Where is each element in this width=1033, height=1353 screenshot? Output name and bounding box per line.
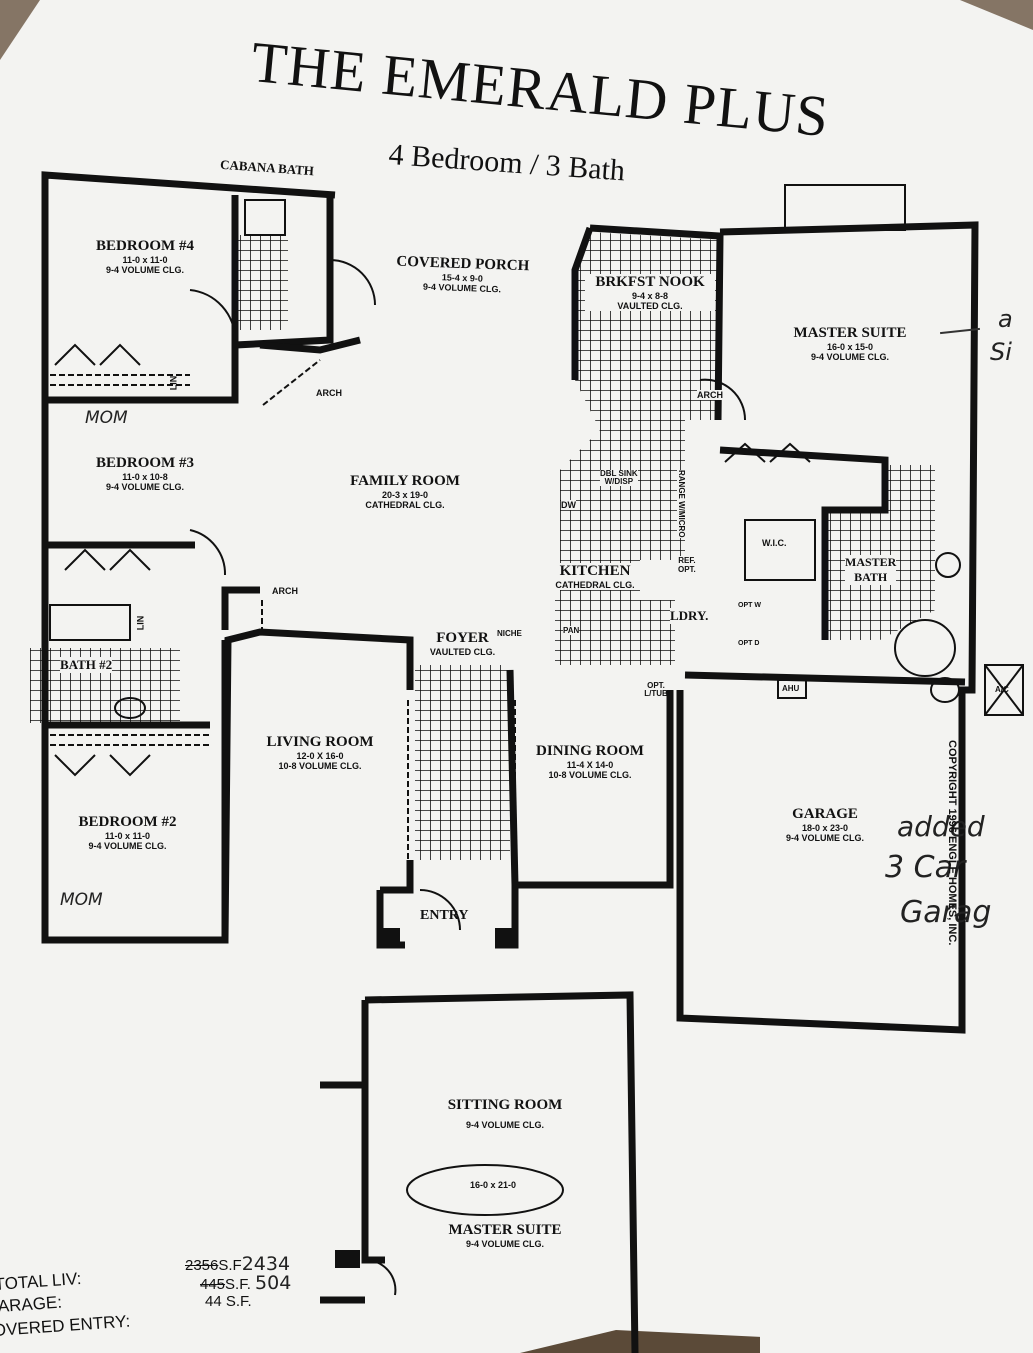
room-ceiling: 10-8 VOLUME CLG. [278, 761, 362, 771]
room-name: MASTER SUITE [793, 325, 907, 341]
room-name: FAMILY ROOM [350, 473, 460, 489]
room-dims: 20-3 x 19-0 [381, 490, 429, 500]
copyright-notice: COPYRIGHT 1996 ENGLE HOMES, INC. [946, 740, 958, 946]
range-label: RANGE W/MICRO [677, 470, 686, 538]
room-name: GARAGE [792, 806, 858, 822]
ac-unit-label: A/C [995, 685, 1009, 694]
room-ceiling: CATHEDRAL CLG. [555, 580, 635, 590]
unit: S.F. [225, 1276, 251, 1293]
garage-label: GARAGE 18-0 x 23-0 9-4 VOLUME CLG. [760, 806, 890, 843]
linen-label: LIN [135, 615, 146, 631]
room-dims: 11-0 x 11-0 [104, 831, 151, 841]
room-ceiling: CATHEDRAL CLG. [365, 500, 445, 510]
kitchen-label: KITCHEN CATHEDRAL CLG. [545, 563, 645, 590]
foyer-tile [415, 665, 510, 860]
room-dims: 11-0 x 10-8 [122, 472, 168, 482]
room-ceiling: 9-4 VOLUME CLG. [88, 841, 167, 851]
bedroom2-label: BEDROOM #2 11-0 x 11-0 9-4 VOLUME CLG. [55, 814, 200, 851]
room-ceiling: 9-4 VOLUME CLG. [810, 352, 889, 362]
unit: S.F [218, 1257, 242, 1274]
niche-label: NICHE [497, 629, 522, 638]
master-suite2-label: MASTER SUITE 9-4 VOLUME CLG. [420, 1222, 590, 1249]
room-ceiling: 10-8 VOLUME CLG. [548, 770, 632, 780]
fixture-text: DBL SINK [600, 469, 638, 478]
room-ceiling: 9-4 VOLUME CLG. [465, 1120, 544, 1130]
total-liv-value: 2356S.F2434 [185, 1253, 290, 1275]
room-dims: 11-0 x 11-0 [122, 255, 168, 265]
addition-dims: 16-0 x 21-0 [470, 1180, 517, 1190]
fixture-text: OPT. [678, 565, 696, 574]
handwritten-mom: MOM [60, 890, 103, 910]
handwritten-margin-note: a [998, 305, 1013, 333]
sitting-room-label: SITTING ROOM 9-4 VOLUME CLG. [420, 1097, 590, 1130]
wic-label: W.I.C. [762, 538, 787, 548]
brkfst-nook-label: BRKFST NOOK 9-4 x 8-8 VAULTED CLG. [585, 274, 715, 311]
room-name: BEDROOM #3 [96, 455, 194, 471]
room-dims: 9-4 x 8-8 [631, 291, 669, 301]
room-name: LIVING ROOM [266, 734, 374, 750]
master-suite-label: MASTER SUITE 16-0 x 15-0 9-4 VOLUME CLG. [780, 325, 920, 362]
room-name: FOYER [436, 630, 489, 646]
washer-label: OPT W [738, 602, 762, 609]
handwritten-garage: Garag [900, 895, 992, 930]
room-ceiling: 9-4 VOLUME CLG. [105, 265, 184, 275]
covered-entry-value: 44 S.F. [205, 1293, 252, 1310]
linen-label: LIN [168, 375, 179, 391]
handwritten-new-value: 2434 [241, 1253, 291, 1275]
room-name: MASTER SUITE [448, 1222, 562, 1238]
handwritten-new-value: 504 [255, 1272, 292, 1294]
living-room-label: LIVING ROOM 12-0 X 16-0 10-8 VOLUME CLG. [250, 734, 390, 771]
fixture-text: REF. [678, 556, 696, 565]
covered-porch-label: COVERED PORCH 15-4 x 9-0 9-4 VOLUME CLG. [379, 253, 545, 296]
family-room-label: FAMILY ROOM 20-3 x 19-0 CATHEDRAL CLG. [335, 473, 475, 510]
garage-total-value: 445S.F. 504 [200, 1272, 291, 1294]
dbl-sink-label: DBL SINK W/DISP [600, 470, 638, 486]
refrigerator-label: REF. OPT. [678, 556, 696, 574]
room-name: BEDROOM #4 [96, 238, 194, 254]
handwritten-added: added [897, 810, 985, 843]
master-bath-tile [825, 465, 935, 640]
old-value: 2356 [185, 1257, 219, 1274]
dryer-label: OPT D [738, 640, 762, 647]
handwritten-mom: MOM [85, 408, 128, 428]
foyer-label: FOYER VAULTED CLG. [415, 630, 510, 657]
pantry-label: PAN [563, 626, 580, 635]
room-ceiling: 9-4 VOLUME CLG. [105, 482, 184, 492]
fixture-text: W/DISP [604, 477, 634, 486]
room-name: KITCHEN [559, 563, 631, 579]
laundry-tub-label: OPT. L/TUB [644, 681, 668, 698]
dishwasher-label: DW [561, 500, 576, 510]
room-ceiling: 9-4 VOLUME CLG. [465, 1239, 544, 1249]
bath2-label: BATH #2 [60, 657, 113, 673]
room-name: DINING ROOM [536, 743, 644, 759]
room-name: BRKFST NOOK [595, 274, 705, 290]
room-dims: 18-0 x 23-0 [801, 823, 849, 833]
arch-label: ARCH [697, 390, 723, 400]
old-value: 445 [200, 1276, 226, 1293]
room-ceiling: 9-4 VOLUME CLG. [785, 833, 864, 843]
cabana-bath-tile [238, 235, 288, 330]
room-ceiling: VAULTED CLG. [617, 301, 683, 311]
room-name: BATH [854, 570, 888, 584]
room-ceiling: VAULTED CLG. [429, 647, 496, 657]
arch-label: ARCH [272, 586, 298, 596]
ahu-label: AHU [782, 684, 800, 693]
bedroom3-label: BEDROOM #3 11-0 x 10-8 9-4 VOLUME CLG. [75, 455, 215, 492]
room-name: SITTING ROOM [447, 1097, 563, 1113]
entry-label: ENTRY [420, 908, 469, 923]
room-dims: 12-0 X 16-0 [296, 751, 344, 761]
arch-label: ARCH [316, 388, 342, 398]
room-dims: 11-4 X 14-0 [566, 760, 614, 770]
laundry-label: LDRY. [670, 608, 709, 624]
handwritten-margin-note: Si [990, 338, 1012, 366]
dining-room-label: DINING ROOM 11-4 X 14-0 10-8 VOLUME CLG. [520, 743, 660, 780]
addition-dim-ellipse [406, 1164, 564, 1216]
handwritten-3-car: 3 Car [885, 850, 966, 885]
room-dims: 16-0 x 15-0 [826, 342, 874, 352]
master-bath-label: MASTER BATH [845, 555, 897, 585]
bedroom4-label: BEDROOM #4 11-0 x 11-0 9-4 VOLUME CLG. [75, 238, 215, 275]
room-name: MASTER [845, 555, 897, 569]
room-name: BEDROOM #2 [78, 814, 177, 830]
